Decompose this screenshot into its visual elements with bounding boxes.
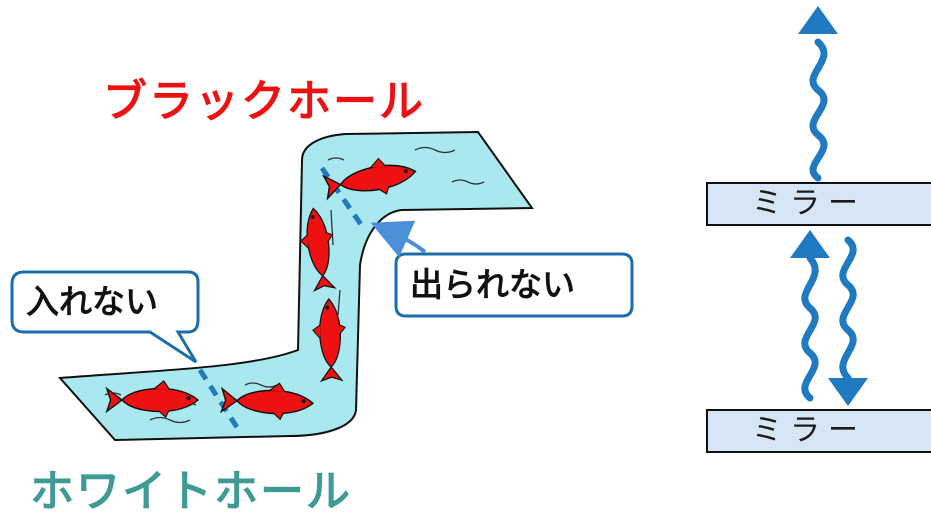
water-ripples bbox=[104, 146, 485, 424]
wave-reflecting-down bbox=[839, 236, 857, 382]
mirror-bottom bbox=[706, 409, 931, 453]
exit-arrow bbox=[370, 220, 427, 258]
mirror-bottom-label: ミラー bbox=[752, 413, 866, 448]
arrow-down-icon bbox=[828, 378, 868, 406]
arrow-up-icon bbox=[798, 6, 838, 34]
bubble-cannot-exit bbox=[394, 252, 634, 318]
water-channel bbox=[57, 130, 534, 442]
wave-escaping-up bbox=[809, 38, 828, 182]
bubble-cannot-enter bbox=[10, 270, 200, 364]
black-hole-label: ブラックホール bbox=[103, 76, 425, 127]
event-horizon-bottom bbox=[197, 368, 243, 434]
arrow-up-icon bbox=[790, 230, 830, 258]
white-hole-label: ホワイトホール bbox=[30, 466, 352, 517]
cannot-enter-text: 入れない bbox=[26, 282, 158, 321]
mirror-top-label: ミラー bbox=[752, 186, 866, 221]
event-horizon-top bbox=[319, 166, 365, 228]
cannot-exit-text: 出られない bbox=[410, 265, 575, 304]
mirror-top bbox=[706, 182, 931, 226]
wave-reflecting-up bbox=[801, 254, 819, 402]
